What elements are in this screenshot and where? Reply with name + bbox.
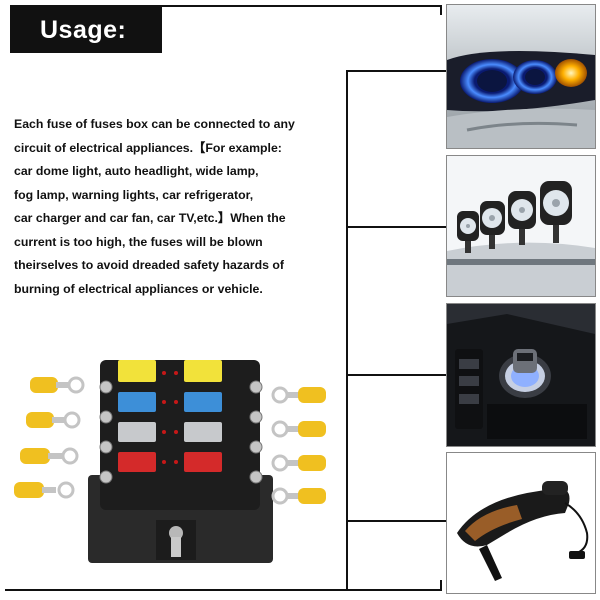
description-line: burning of electrical appliances or vehi… <box>14 281 263 296</box>
usage-title: Usage: <box>10 7 162 53</box>
description-line: car dome light, auto headlight, wide lam… <box>14 164 259 178</box>
car-headlight-photo <box>446 4 596 149</box>
work-light-photo <box>446 155 596 297</box>
connector-top-right <box>440 5 442 15</box>
fuse-row-blue <box>118 392 222 412</box>
usage-description: Each fuse of fuses box can be connected … <box>14 113 334 301</box>
connector-to-vacuum <box>346 520 446 522</box>
description-line: current is too high, the fuses will be b… <box>14 234 263 249</box>
connector-to-worklight <box>346 226 446 228</box>
connector-to-headlight <box>346 70 446 72</box>
connector-to-charger <box>346 374 446 376</box>
bottom-rule <box>5 589 440 591</box>
right-terminals <box>271 386 326 505</box>
connector-bottom-right <box>440 580 442 591</box>
fuse-row-yellow <box>118 360 222 382</box>
fuse-row-red <box>118 452 222 472</box>
fuse-box-photo <box>8 355 340 570</box>
car-vacuum-photo <box>446 452 596 594</box>
description-line: fog lamp, warning lights, car refrigerat… <box>14 187 254 202</box>
left-terminals <box>14 376 85 499</box>
description-line: car charger and car fan, car TV,etc.】Whe… <box>14 211 286 225</box>
description-line: theirselves to avoid dreaded safety haza… <box>14 258 284 272</box>
description-line: circuit of electrical appliances.【For ex… <box>14 140 282 155</box>
connector-vertical <box>346 70 348 590</box>
description-line: Each fuse of fuses box can be connected … <box>14 117 295 131</box>
top-rule <box>10 5 440 7</box>
fuse-row-grey <box>118 422 222 442</box>
car-charger-photo <box>446 303 596 447</box>
